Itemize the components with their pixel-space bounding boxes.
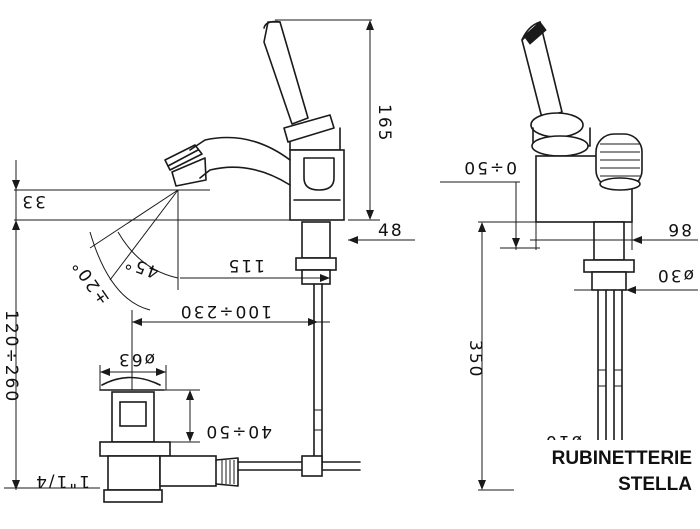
dim-120-260: 120÷260: [1, 310, 21, 403]
dim-d63: ø63: [117, 349, 155, 369]
right-view-mixer: [521, 21, 643, 481]
brand-line-1: RUBINETTERIE: [552, 448, 692, 469]
lever-handle: [263, 21, 309, 125]
dim-165: 165: [374, 104, 394, 142]
waste-valve: [99, 376, 239, 503]
dim-40-50: 40÷50: [204, 421, 272, 441]
brand-line-2: STELLA: [618, 474, 692, 495]
left-view-mixer: [164, 20, 361, 477]
dim-115: 115: [227, 255, 265, 275]
dim-100-230: 100÷230: [179, 301, 272, 321]
dim-angle-20: ±20°: [68, 254, 114, 308]
left-dimensions: 165 33 48 115 45° ±20° 100÷230: [1, 19, 415, 491]
dim-48: 48: [378, 221, 404, 241]
dim-thread: 1"1/4: [34, 471, 90, 491]
spout: [189, 136, 291, 161]
brand-logo: RUBINETTERIE STELLA: [514, 440, 698, 496]
dim-d30: ø30: [656, 265, 694, 285]
dim-350: 350: [465, 340, 485, 378]
dim-86: 86: [666, 219, 692, 239]
dim-angle-45: 45°: [121, 251, 162, 282]
mixer-body: [289, 149, 345, 221]
dim-0-50: 0÷50: [462, 157, 517, 177]
dim-33: 33: [20, 191, 46, 211]
